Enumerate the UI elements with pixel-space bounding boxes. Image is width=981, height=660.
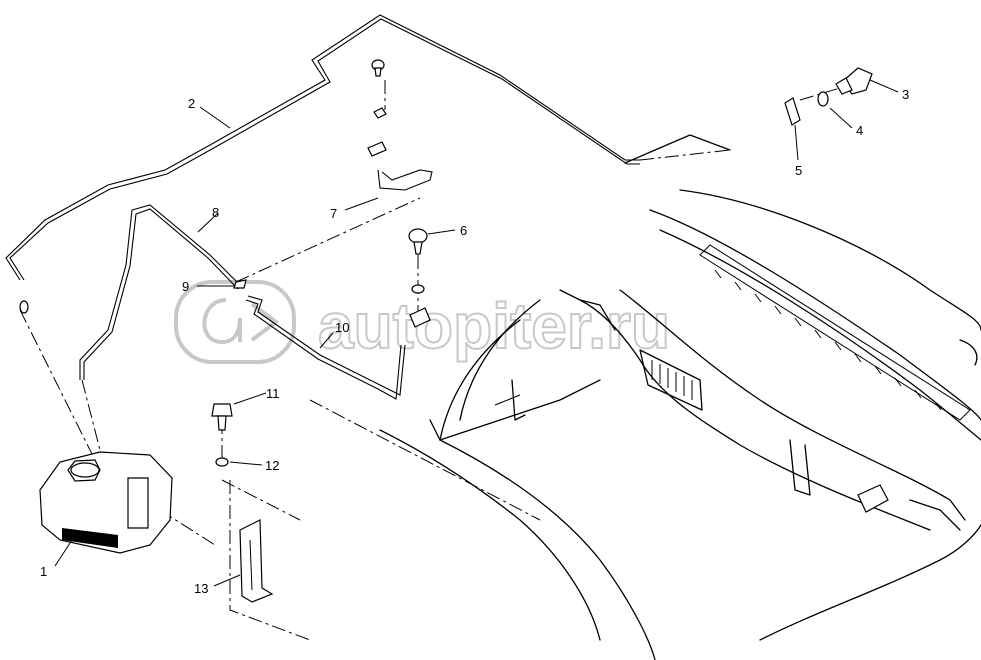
callout-12: 12 [265,458,279,473]
bolt-11 [211,403,233,431]
nozzle-grommet [817,91,829,107]
washer-nozzle [835,67,873,95]
callout-8: 8 [212,205,219,220]
callout-3: 3 [902,87,909,102]
callout-5: 5 [795,163,802,178]
callout-7: 7 [330,206,337,221]
washer-12 [215,457,229,467]
push-fastener-6 [408,228,431,328]
callout-2: 2 [188,96,195,111]
washer-hose-short [79,204,241,380]
leader-lines [54,79,899,587]
callout-1: 1 [40,564,47,579]
hose-clip-9 [233,279,247,289]
callout-9: 9 [182,279,189,294]
washer-hose-clip [245,295,406,400]
vehicle-body-outline [379,134,981,660]
callouts: 1 2 3 4 5 6 7 8 9 10 11 12 13 [40,87,909,596]
cowl-vent-slots [714,269,942,411]
callout-6: 6 [460,223,467,238]
hose-clip-7 [367,59,433,191]
washer-hose-long [5,14,640,281]
hose-grommet [19,300,29,314]
callout-4: 4 [856,123,863,138]
callout-13: 13 [194,581,208,596]
watermark-logo-icon [174,280,296,364]
callout-11: 11 [266,386,280,401]
nozzle-clip [784,97,801,126]
watermark-text: autopiter.ru [318,290,670,362]
reservoir-bracket [239,519,274,603]
washer-reservoir [39,451,173,554]
callout-10: 10 [335,320,349,335]
